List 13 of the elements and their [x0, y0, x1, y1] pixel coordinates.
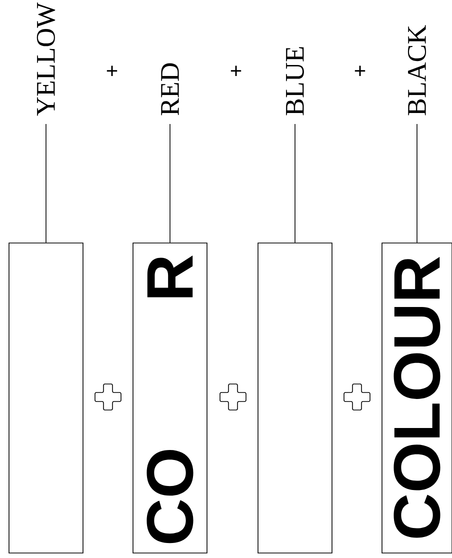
plus-sign: + — [106, 66, 118, 76]
color-label: RED — [161, 63, 179, 116]
color-label: BLACK — [408, 25, 426, 116]
color-label: YELLOW — [36, 2, 56, 116]
color-label: BLUE — [286, 47, 304, 116]
leader-line — [294, 124, 296, 243]
leader-line — [416, 124, 418, 243]
separation-panel: COLOUR — [382, 242, 452, 554]
plus-sign: + — [354, 66, 366, 76]
separation-panel — [8, 242, 84, 554]
plus-sign: + — [230, 66, 242, 76]
separation-panel: CO R — [132, 242, 208, 554]
separation-panel — [258, 242, 332, 554]
